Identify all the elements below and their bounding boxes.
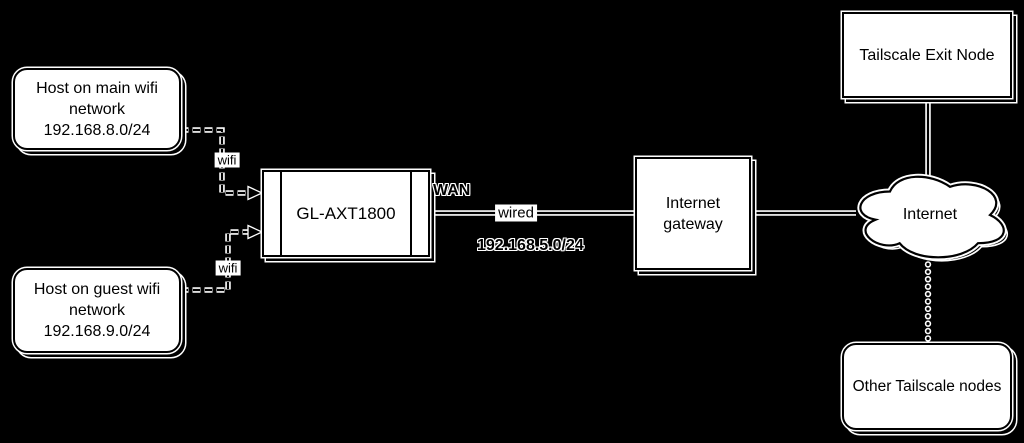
node-other-tailscale-nodes: Other Tailscale nodes xyxy=(842,343,1012,430)
arrowhead-main-wifi xyxy=(247,185,264,201)
edge-label-wan-subnet: 192.168.5.0/24 xyxy=(477,237,584,254)
node-host-guest-wifi-label: Host on guest wifi network 192.168.9.0/2… xyxy=(33,281,161,340)
internet-cloud-label: Internet xyxy=(902,206,958,223)
edge-label-wan-port: WAN xyxy=(433,182,471,199)
router-right-bar xyxy=(410,172,412,255)
internet-cloud-shape xyxy=(857,173,1009,262)
node-tailscale-exit-node: Tailscale Exit Node xyxy=(842,12,1012,98)
node-host-main-wifi-label: Host on main wifi network 192.168.8.0/24 xyxy=(36,79,158,139)
node-host-main-wifi: Host on main wifi network 192.168.8.0/24 xyxy=(13,68,181,150)
router-left-bar xyxy=(280,172,282,255)
node-host-guest-wifi: Host on guest wifi network 192.168.9.0/2… xyxy=(13,268,181,353)
node-internet-gateway-label: Internet gateway xyxy=(663,194,723,233)
edge-label-wired: wired xyxy=(495,204,537,222)
node-router-label: GL-AXT1800 xyxy=(296,204,396,223)
node-router: GL-AXT1800 xyxy=(262,170,430,257)
node-internet-gateway: Internet gateway xyxy=(635,157,751,270)
edge-label-wifi-guest: wifi xyxy=(215,260,241,276)
node-tailscale-exit-node-label: Tailscale Exit Node xyxy=(859,46,995,64)
arrowhead-guest-wifi xyxy=(247,224,264,240)
internet-cloud-label-wrap: Internet xyxy=(850,168,1010,262)
edge-guest-wifi xyxy=(181,224,264,293)
node-other-tailscale-nodes-label: Other Tailscale nodes xyxy=(852,378,1002,395)
edge-label-wifi-main: wifi xyxy=(214,152,240,168)
